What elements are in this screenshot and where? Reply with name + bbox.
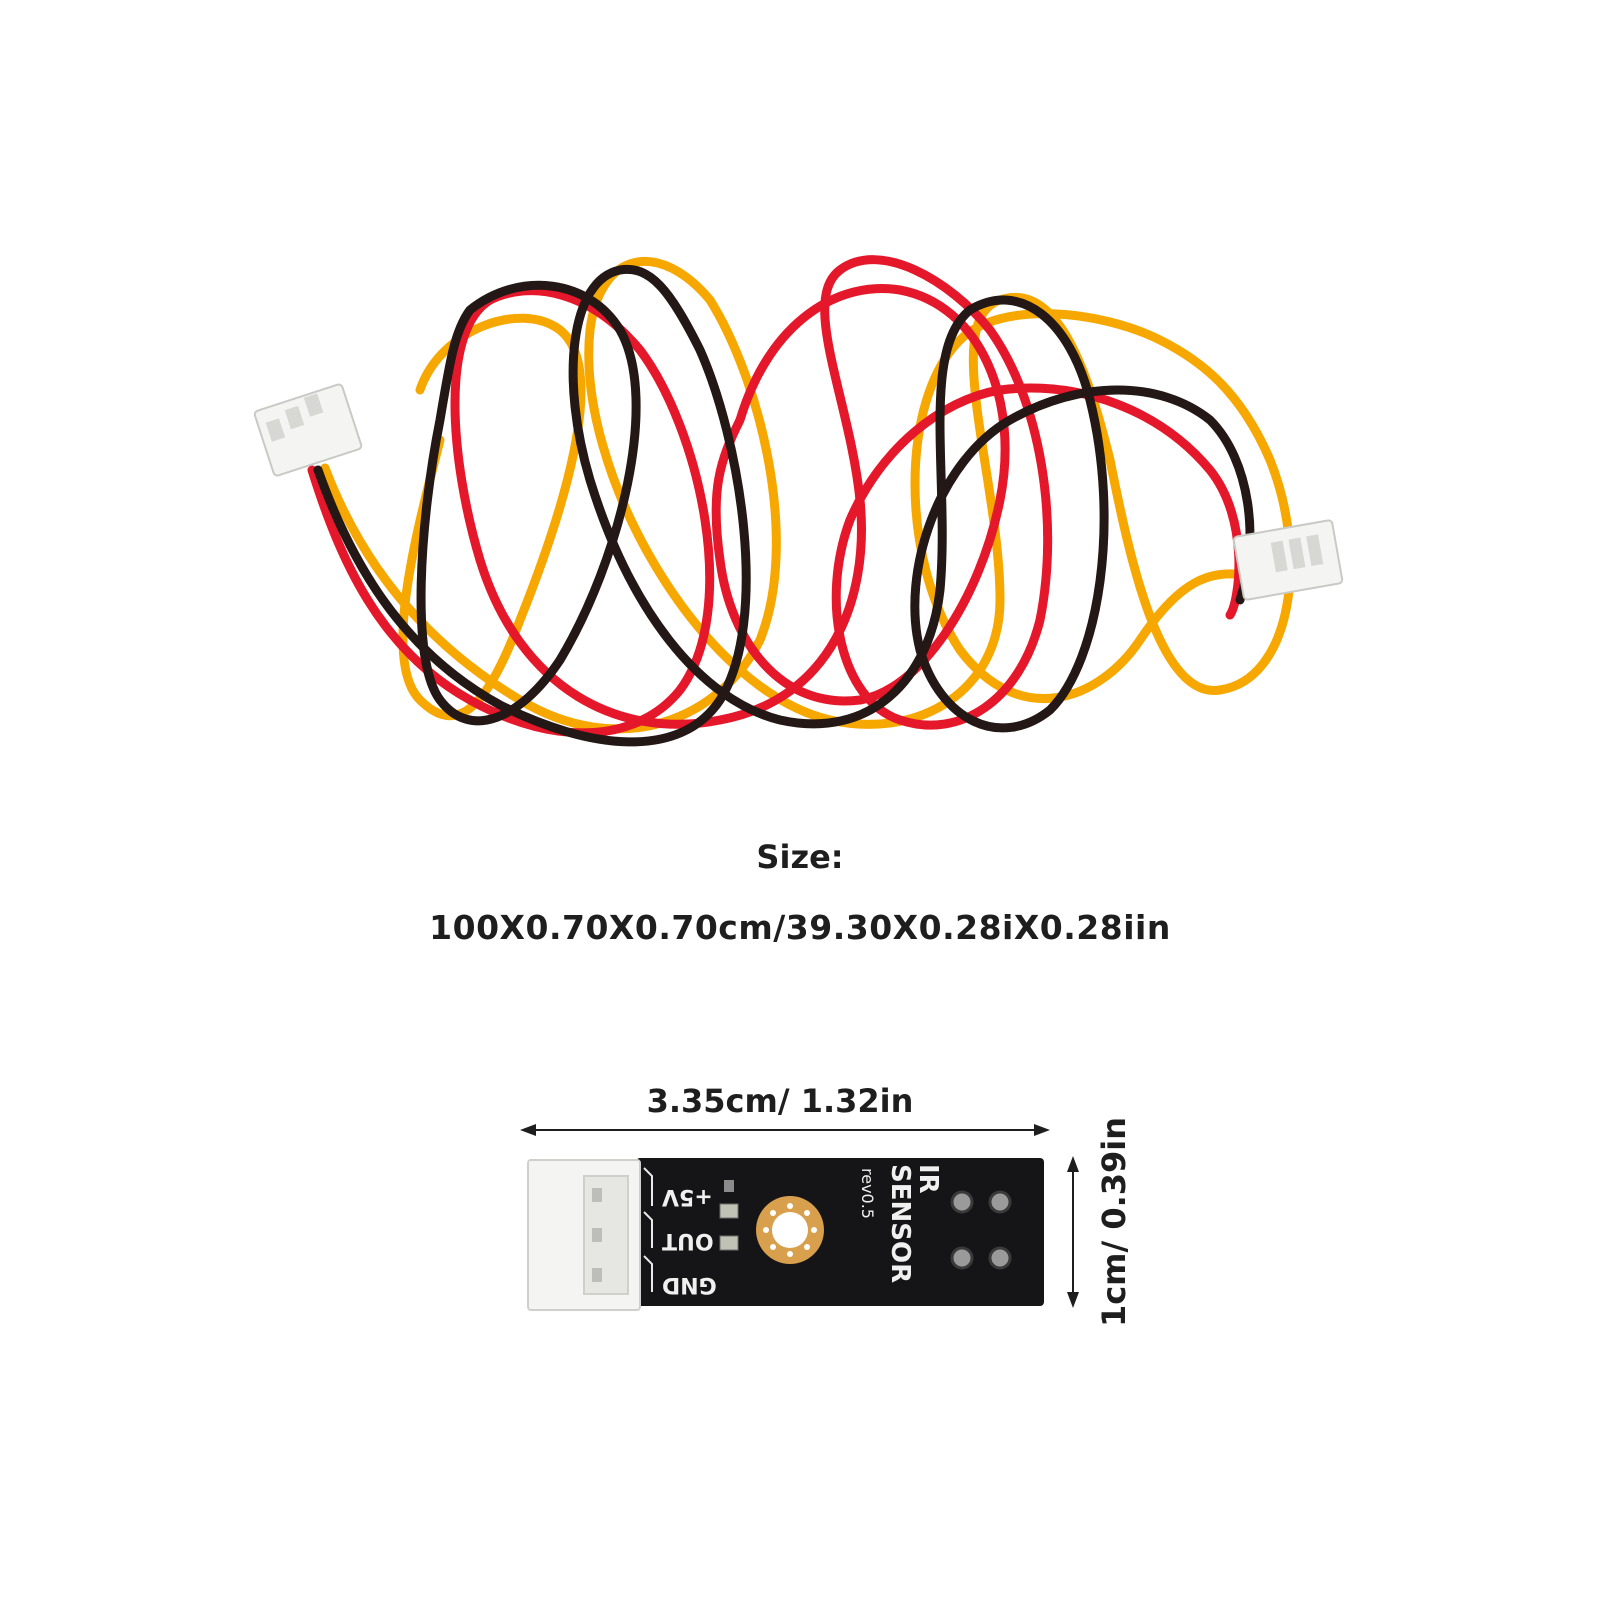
- red-wire-loop-2: [711, 284, 1010, 706]
- smd-part: [724, 1180, 734, 1192]
- board-connector: [527, 1159, 641, 1311]
- board-title-ir: IR: [913, 1164, 943, 1194]
- board-revision: rev0.5: [858, 1168, 877, 1219]
- ir-emitter-receiver: [950, 1190, 1012, 1270]
- board-title-group: IR SENSOR rev0.5: [858, 1164, 943, 1283]
- black-wire: [313, 264, 1255, 747]
- status-led-1: [719, 1203, 739, 1219]
- height-dimension-arrow: [1067, 1156, 1079, 1308]
- cable-dimensions: 100X0.70X0.70cm/39.30X0.28iX0.28iin: [429, 908, 1171, 947]
- status-led-2: [719, 1235, 739, 1251]
- right-jst-connector: [1232, 519, 1344, 601]
- black-wire-loop-2: [416, 280, 641, 726]
- three-wire-cable: [253, 255, 1344, 747]
- pin-label-group: +5V OUT GND: [662, 1184, 717, 1297]
- size-heading: Size:: [756, 838, 844, 876]
- pin-label-gnd: GND: [662, 1272, 717, 1297]
- red-wire: [307, 255, 1244, 738]
- mounting-hole: [756, 1196, 824, 1264]
- ir-sensor-board: +5V OUT GND IR SENSOR rev0.5: [527, 1158, 1044, 1311]
- pin-pads: [643, 1167, 653, 1292]
- sensor-height-label: 1cm/ 0.39in: [1095, 1116, 1133, 1328]
- pin-label-5v: +5V: [662, 1184, 713, 1209]
- pin-label-out: OUT: [662, 1228, 714, 1253]
- sensor-width-label: 3.35cm/ 1.32in: [646, 1082, 914, 1120]
- pcb: [636, 1158, 1044, 1306]
- board-title-sensor: SENSOR: [885, 1164, 915, 1283]
- width-dimension-arrow: [520, 1124, 1050, 1136]
- left-jst-connector: [253, 383, 363, 477]
